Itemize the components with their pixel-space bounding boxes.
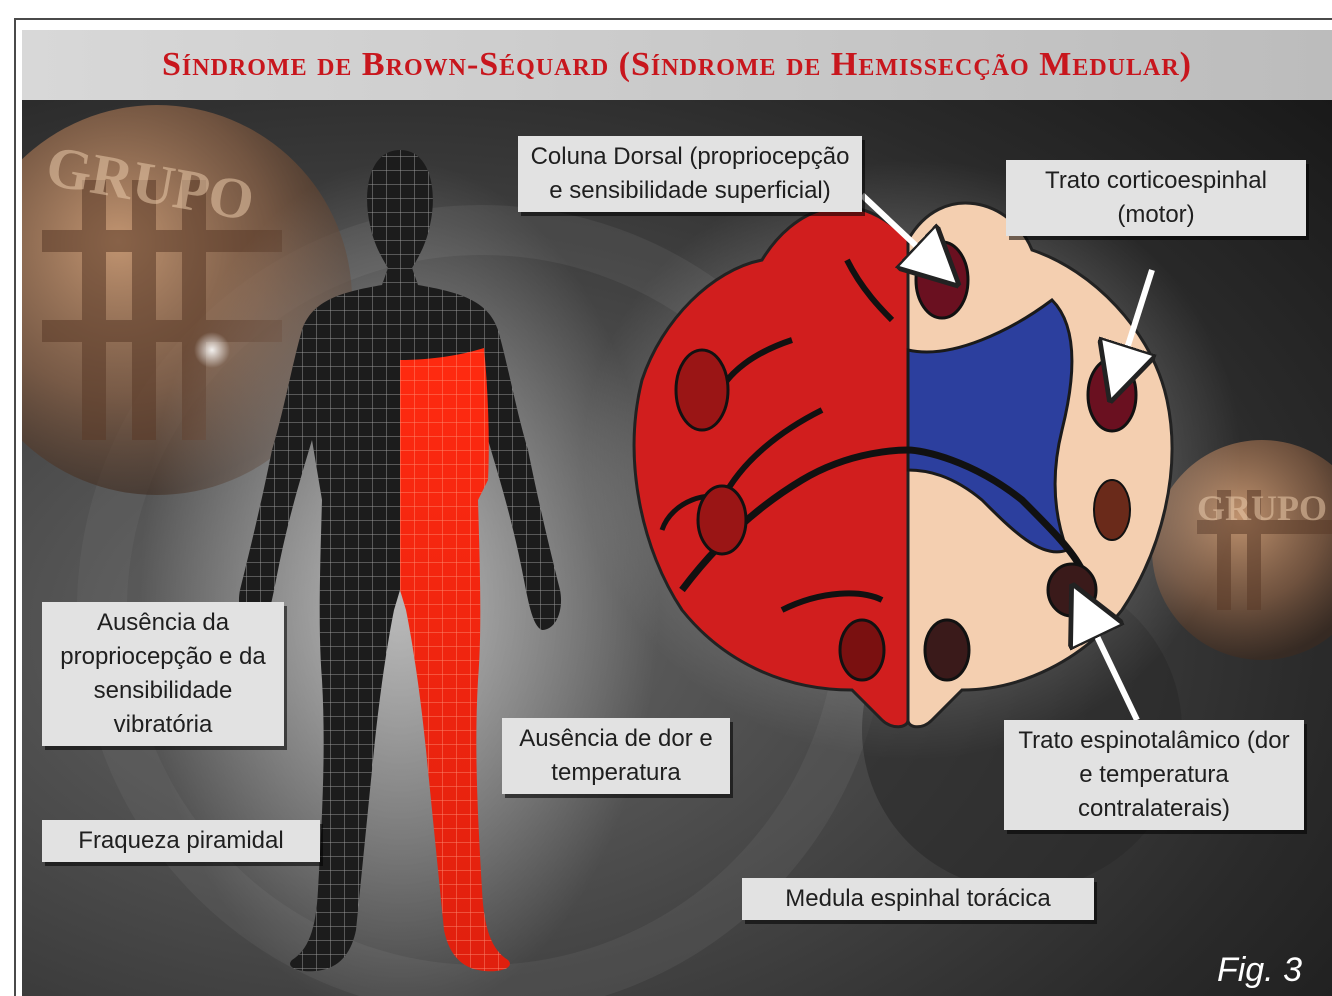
- spinothalamic-tract: [1048, 564, 1096, 616]
- figure-panel: GRUPO GRUPO: [22, 30, 1332, 996]
- corticospinal-tract: [1088, 359, 1136, 431]
- figure-number: Fig. 3: [1217, 951, 1302, 990]
- label-loss-proprioception: Ausência da propriocepção e da sensibili…: [42, 602, 284, 746]
- label-spinal-cord: Medula espinhal torácica: [742, 878, 1094, 920]
- label-spinothalamic: Trato espinotalâmico (dor e temperatura …: [1004, 720, 1304, 830]
- page-title: Síndrome de Brown-Séquard (Síndrome de H…: [162, 46, 1192, 83]
- label-corticospinal: Trato corticoespinhal (motor): [1006, 160, 1306, 236]
- label-dorsal-column: Coluna Dorsal (propriocepção e sensibili…: [518, 136, 862, 212]
- label-pyramidal-weakness: Fraqueza piramidal: [42, 820, 320, 862]
- spinal-cord-section: [582, 160, 1242, 760]
- title-bar: Síndrome de Brown-Séquard (Síndrome de H…: [22, 30, 1332, 100]
- label-loss-pain-temperature: Ausência de dor e temperatura: [502, 718, 730, 794]
